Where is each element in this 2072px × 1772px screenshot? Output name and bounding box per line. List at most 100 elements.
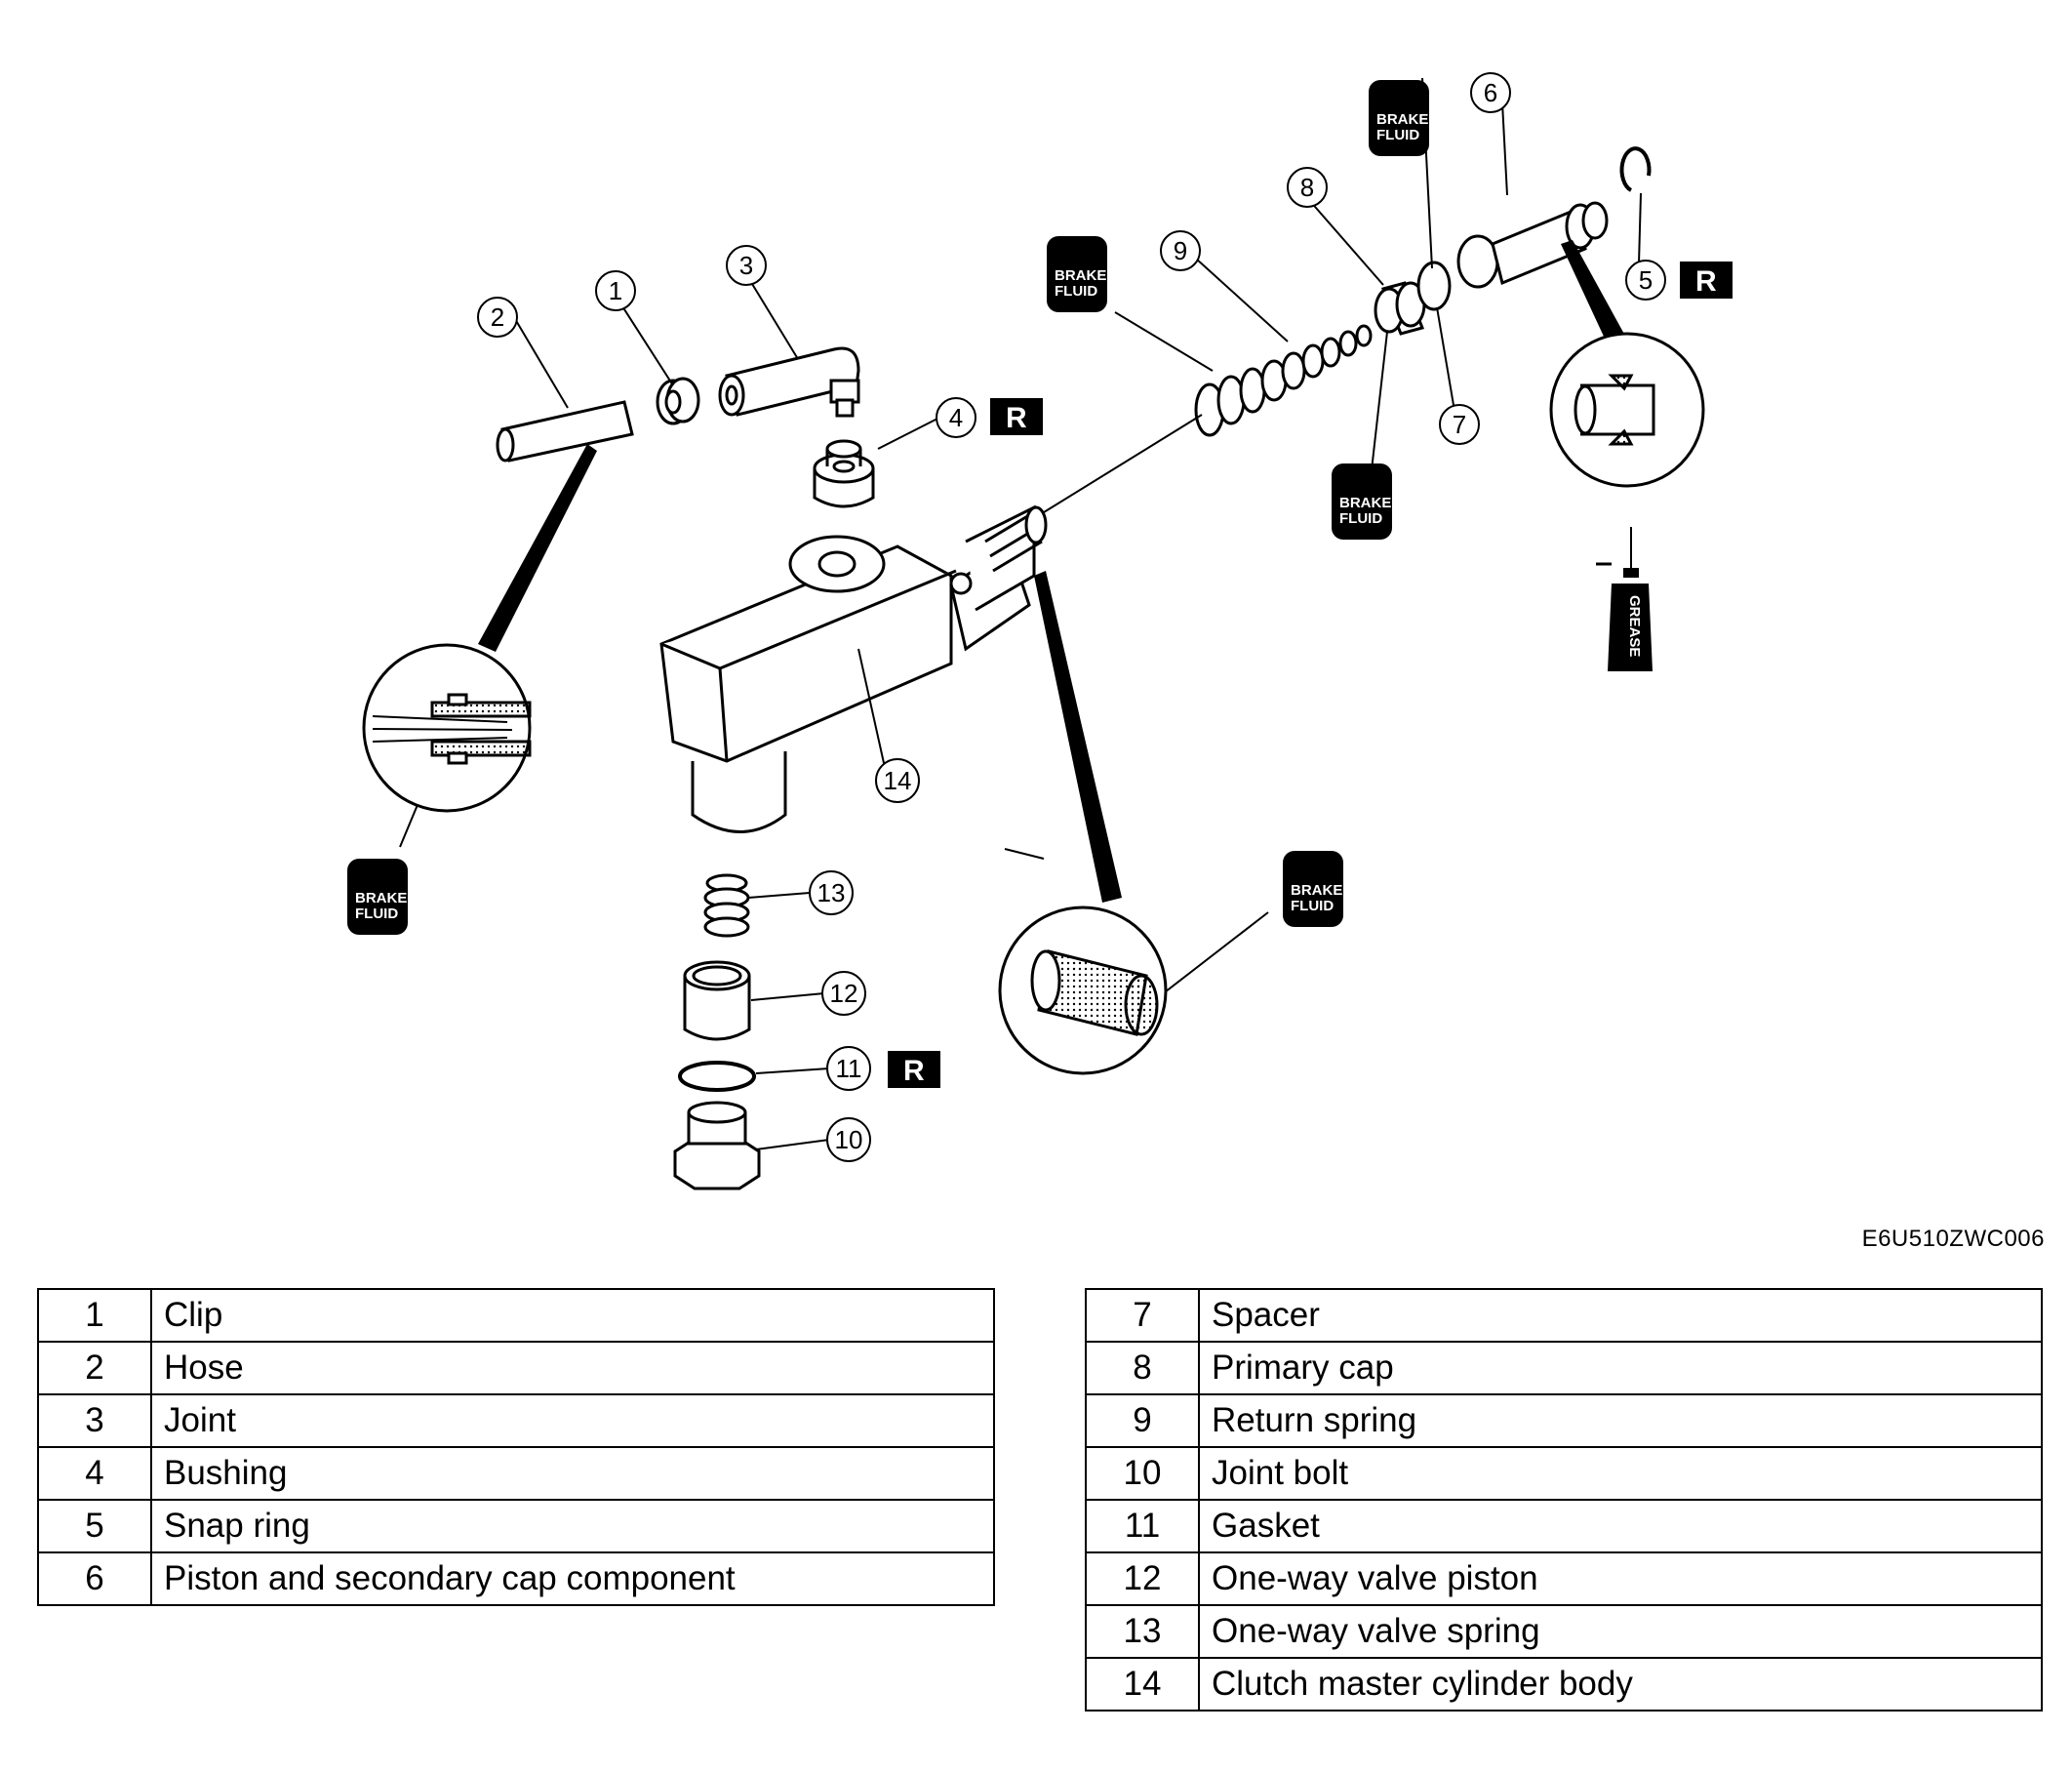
svg-text:1: 1 [609, 276, 622, 305]
bore-detail-circle [998, 906, 1168, 1075]
callout-14: 14 [875, 758, 920, 803]
svg-text:11: 11 [836, 1054, 862, 1083]
cylinder-body-part [659, 504, 1048, 833]
brake-fluid-icon: BRAKE FLUID [1047, 236, 1107, 312]
hose-detail-circle [362, 643, 532, 813]
legend-number: 4 [37, 1446, 152, 1501]
callouts: 1 2 3 4 5 6 7 8 9 10 11 12 13 14 [477, 72, 1666, 1162]
legend-part-name: Snap ring [150, 1499, 995, 1553]
svg-text:4: 4 [949, 403, 963, 432]
bushing-part [813, 439, 875, 508]
return-spring-part [1194, 324, 1373, 437]
callout-5: 5 [1625, 260, 1666, 301]
hose-part [496, 400, 634, 463]
brake-fluid-icon: BRAKE FLUID [1369, 80, 1429, 156]
svg-text:R: R [1695, 265, 1717, 298]
joint-bolt-part [673, 1101, 761, 1190]
grease-icon: GREASE [1596, 562, 1653, 671]
legend-part-name: Joint bolt [1198, 1446, 2043, 1501]
callout-8: 8 [1287, 167, 1328, 208]
gasket-part [678, 1061, 756, 1092]
one-way-valve-spring-part [703, 873, 750, 938]
svg-text:GREASE: GREASE [1626, 595, 1643, 657]
legend-part-name: Primary cap [1198, 1341, 2043, 1395]
svg-text:5: 5 [1639, 265, 1653, 295]
svg-text:6: 6 [1484, 78, 1497, 107]
legend-part-name: Piston and secondary cap component [150, 1551, 995, 1606]
legend-part-name: Joint [150, 1393, 995, 1448]
legend-part-name: Clip [150, 1288, 995, 1343]
clip-part [656, 377, 700, 425]
callout-12: 12 [821, 971, 866, 1016]
legend-number: 6 [37, 1551, 152, 1606]
svg-text:12: 12 [830, 979, 858, 1008]
legend-number: 2 [37, 1341, 152, 1395]
svg-text:BRAKE: BRAKE [1339, 495, 1391, 511]
legend-part-name: Return spring [1198, 1393, 2043, 1448]
legend-number: 1 [37, 1288, 152, 1343]
callout-9: 9 [1160, 230, 1201, 271]
piston-part [1456, 201, 1609, 289]
callout-3: 3 [726, 245, 767, 286]
one-way-valve-piston-part [683, 960, 751, 1041]
legend-number: 9 [1085, 1393, 1200, 1448]
legend-number: 8 [1085, 1341, 1200, 1395]
callout-4: 4 [936, 397, 976, 438]
legend-part-name: One-way valve spring [1198, 1604, 2043, 1659]
callout-1: 1 [595, 270, 636, 311]
legend-number: 11 [1085, 1499, 1200, 1553]
detail-wedges [478, 240, 1631, 903]
callout-2: 2 [477, 297, 518, 338]
legend-part-name: Bushing [150, 1446, 995, 1501]
snap-ring-part [1619, 146, 1652, 192]
brake-fluid-icon: BRAKE FLUID [1332, 463, 1392, 540]
svg-text:BRAKE: BRAKE [1291, 882, 1342, 899]
figure-code: E6U510ZWC006 [1861, 1226, 2045, 1252]
brake-fluid-icon: BRAKE FLUID [347, 859, 408, 935]
svg-text:14: 14 [884, 766, 912, 795]
legend-number: 10 [1085, 1446, 1200, 1501]
callout-11: 11 [826, 1046, 871, 1091]
brake-fluid-icon: BRAKE FLUID [1283, 851, 1343, 927]
svg-text:9: 9 [1174, 236, 1187, 265]
exploded-parts-diagram: GREASE BRAKE FLUID BRAKE FLUID BRAKE FLU… [347, 72, 1733, 1190]
legend-part-name: Spacer [1198, 1288, 2043, 1343]
svg-text:2: 2 [491, 302, 504, 332]
svg-text:13: 13 [817, 878, 846, 907]
svg-text:BRAKE: BRAKE [355, 890, 407, 906]
svg-text:R: R [1006, 402, 1027, 434]
svg-text:10: 10 [835, 1125, 863, 1154]
legend-part-name: One-way valve piston [1198, 1551, 2043, 1606]
joint-part [718, 346, 860, 418]
legend-part-name: Clutch master cylinder body [1198, 1657, 2043, 1712]
piston-cup-detail-circle [1549, 332, 1705, 488]
svg-text:3: 3 [739, 251, 753, 280]
replace-tag: R [990, 398, 1043, 435]
legend-number: 14 [1085, 1657, 1200, 1712]
svg-text:FLUID: FLUID [1055, 283, 1097, 300]
replace-tag: R [1680, 262, 1733, 299]
primary-cap-part [1374, 281, 1426, 336]
threaded-end [984, 505, 1048, 573]
svg-text:BRAKE: BRAKE [1376, 111, 1428, 128]
svg-text:BRAKE: BRAKE [1055, 267, 1106, 284]
svg-text:7: 7 [1453, 410, 1466, 439]
svg-text:FLUID: FLUID [355, 906, 398, 922]
svg-text:FLUID: FLUID [1339, 510, 1382, 527]
svg-text:R: R [903, 1055, 925, 1087]
legend-number: 7 [1085, 1288, 1200, 1343]
